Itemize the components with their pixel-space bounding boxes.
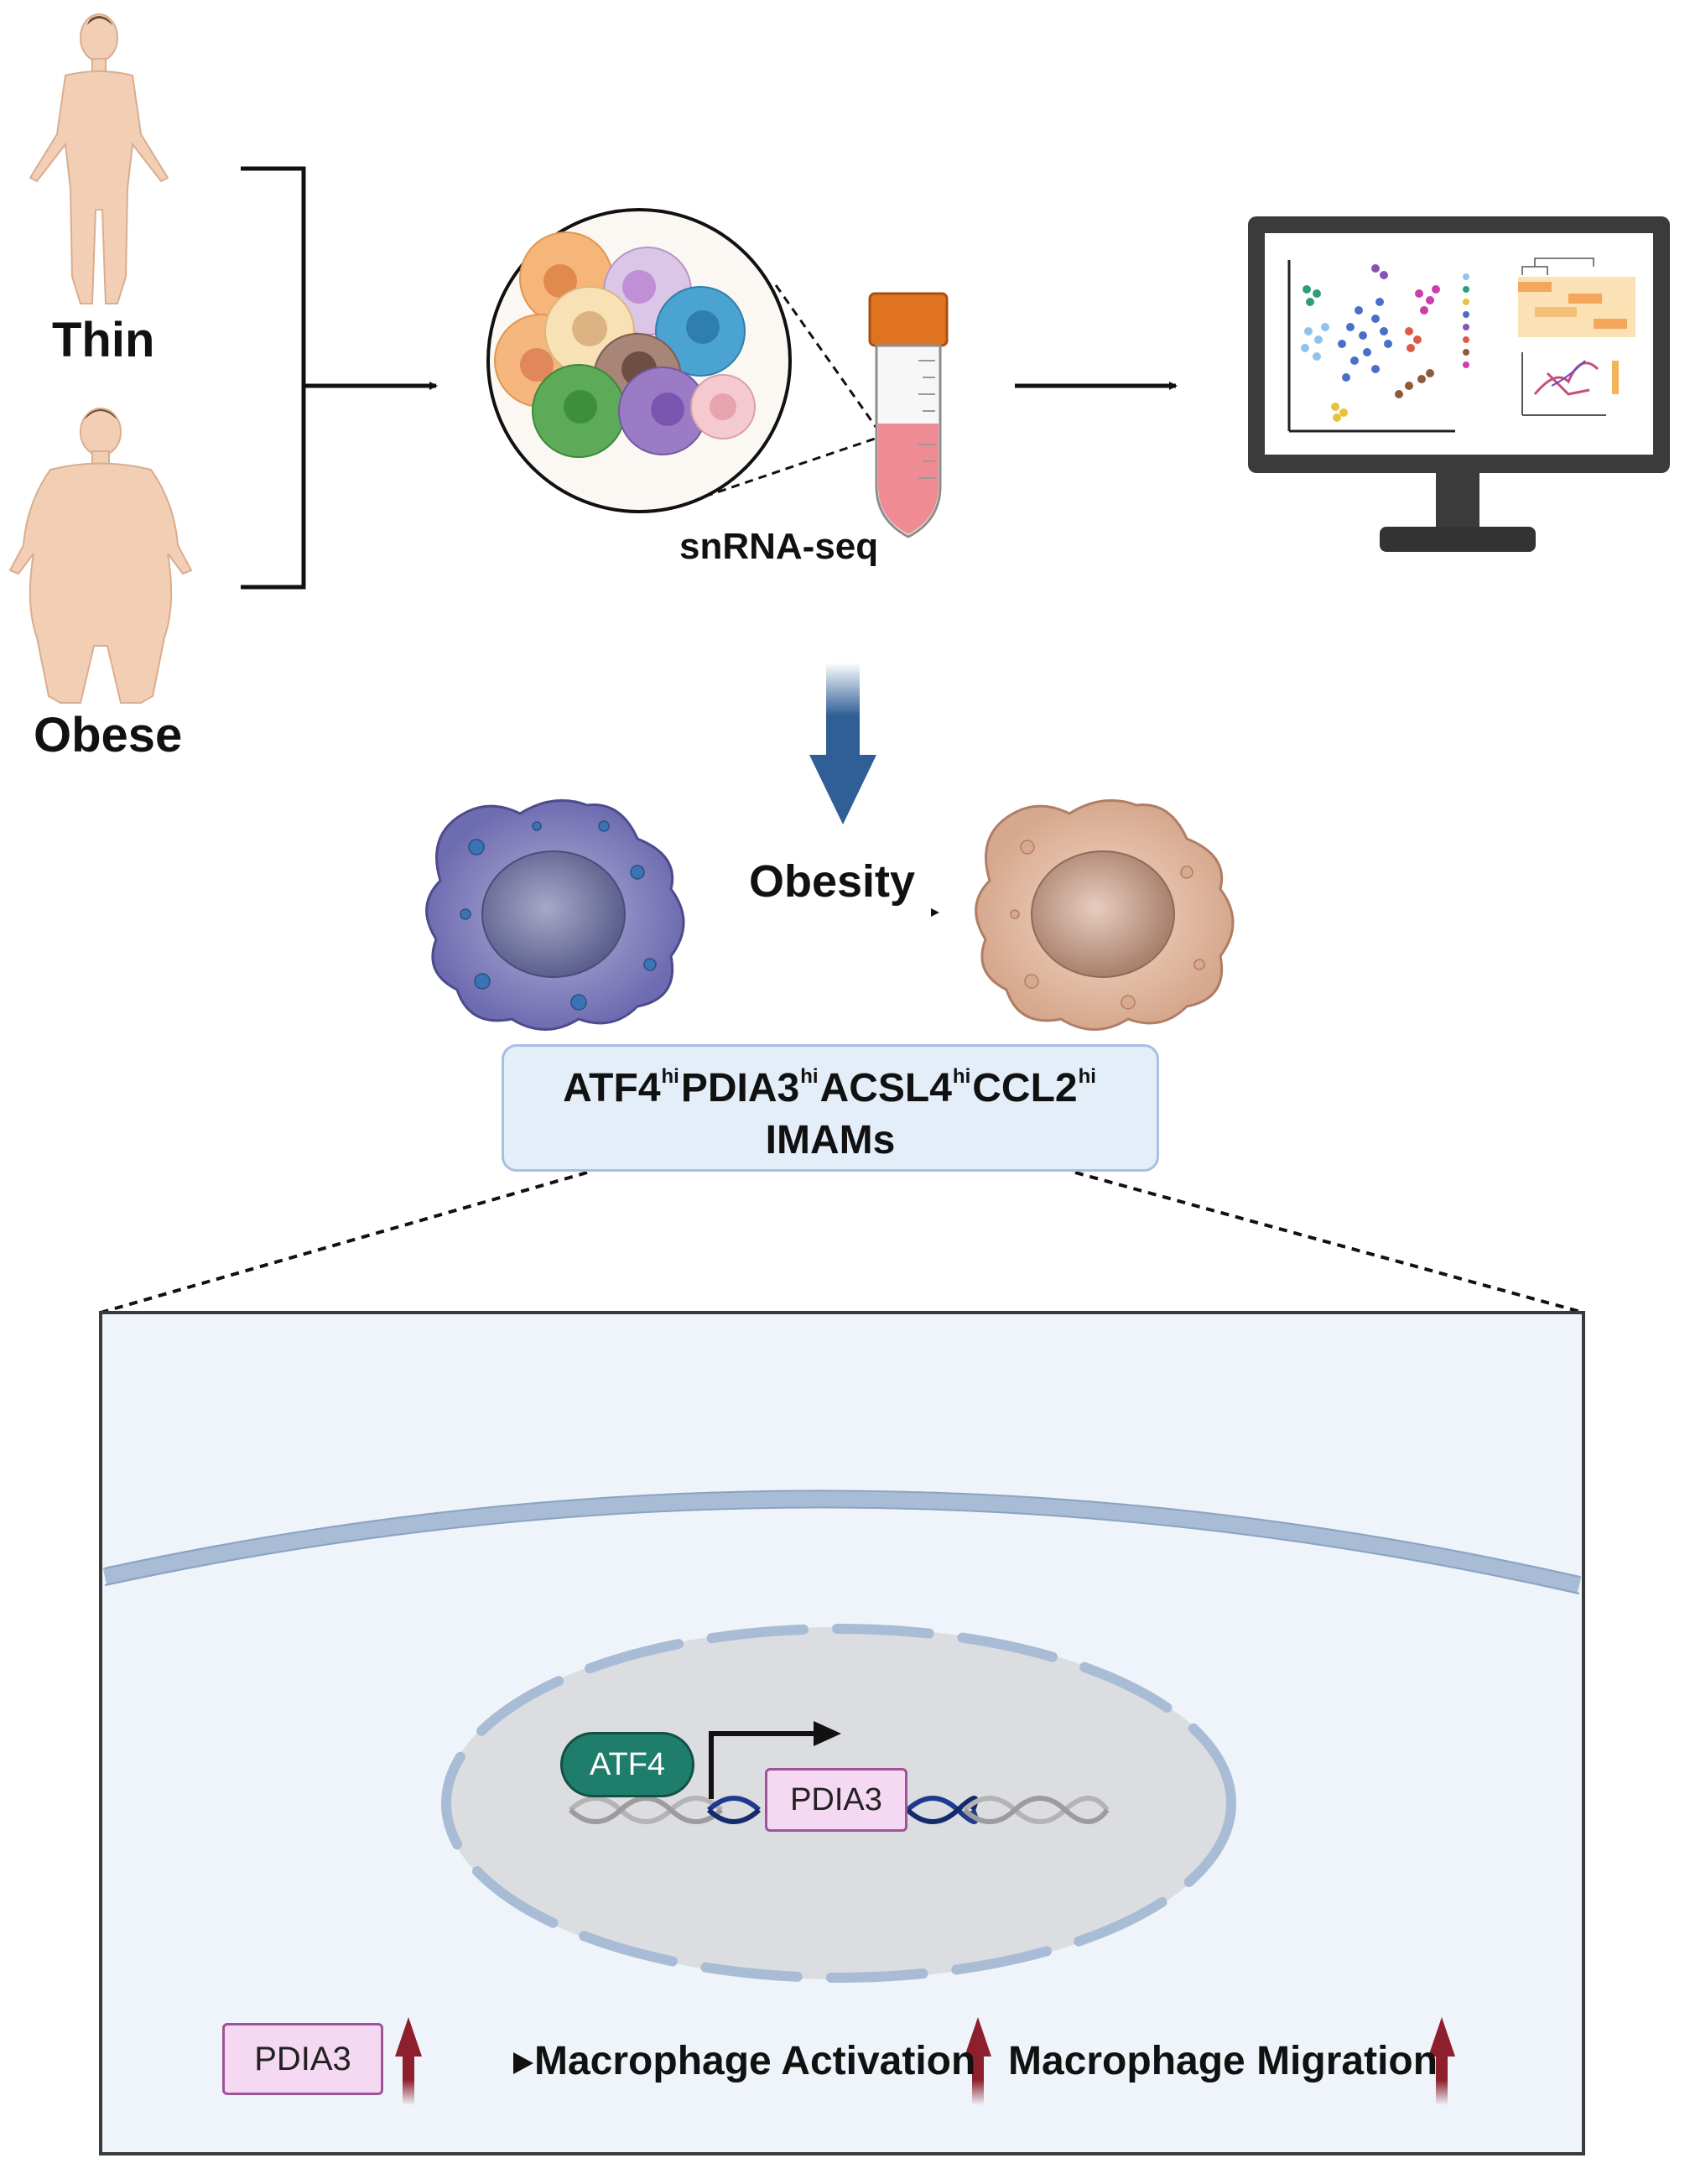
gene-name: CCL2 (972, 1066, 1078, 1110)
gene-level: hi (661, 1065, 679, 1088)
phenotype-genes: ATF4hiPDIA3hiACSL4hiCCL2hi (504, 1065, 1157, 1111)
cell-cluster-icon (486, 208, 884, 513)
bracket-connector (241, 166, 438, 590)
snrnaseq-label: snRNA-seq (679, 526, 879, 567)
phenotype-box: ATF4hiPDIA3hiACSL4hiCCL2hi IMAMs (502, 1044, 1159, 1172)
pdia3-protein: PDIA3 (222, 2023, 383, 2095)
zoom-line-right (1074, 1171, 1584, 1314)
gene-level: hi (800, 1065, 819, 1088)
dna-strand-icon (568, 1796, 1110, 1824)
up-arrow-activation (965, 2017, 991, 2105)
sample-tube-icon (868, 292, 949, 538)
effect-migration-label: Macrophage Migration (1008, 2039, 1438, 2083)
effect-activation-label: Macrophage Activation (534, 2039, 976, 2083)
thin-person-icon (29, 13, 169, 304)
pdia3-gene: PDIA3 (765, 1768, 907, 1832)
obesity-label: Obesity (749, 856, 916, 907)
phenotype-cell-type: IMAMs (765, 1118, 896, 1162)
macrophage-lean-icon (425, 798, 685, 1031)
obese-person-icon (8, 408, 193, 704)
up-arrow-pdia3 (395, 2017, 422, 2105)
atf4-factor: ATF4 (560, 1732, 694, 1797)
gene-name: PDIA3 (680, 1066, 800, 1110)
transcription-arrow (709, 1721, 841, 1799)
computer-monitor-icon (1248, 216, 1670, 552)
macrophage-obese-icon (975, 798, 1235, 1031)
bottom-arrow (436, 2052, 533, 2074)
obese-label: Obese (34, 708, 183, 762)
thin-label: Thin (52, 313, 155, 367)
gene-level: hi (1078, 1065, 1096, 1088)
up-arrow-migration (1428, 2017, 1455, 2105)
gene-name: ACSL4 (819, 1066, 952, 1110)
gene-name: ATF4 (563, 1066, 661, 1110)
down-arrow (809, 663, 876, 824)
cell-membrane (102, 1490, 1582, 1594)
zoom-line-left (100, 1171, 588, 1314)
gene-level: hi (952, 1065, 971, 1088)
